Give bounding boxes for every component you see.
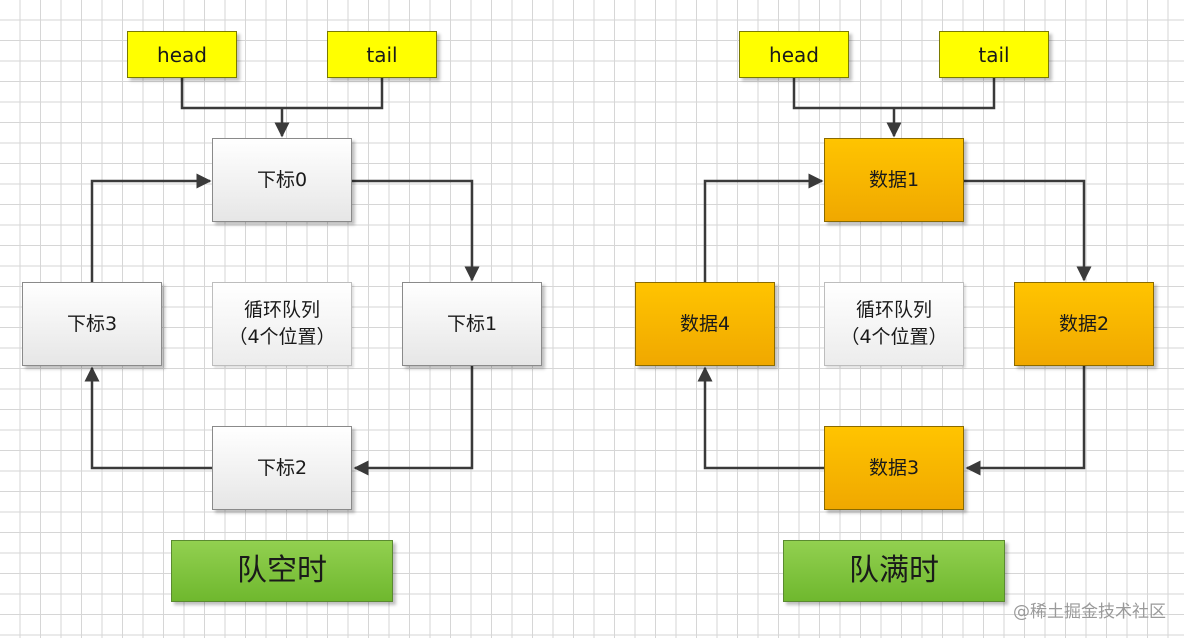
- slot1-to-slot2-arrow: [353, 366, 474, 476]
- slot-index-0: 下标0: [212, 138, 352, 222]
- empty-state-label: 队空时: [171, 540, 393, 602]
- slot3-to-slot0-arrow: [90, 173, 212, 282]
- data2-to-data3-arrow: [965, 366, 1086, 476]
- slot-index-1: 下标1: [402, 282, 542, 366]
- tail-pointer: tail: [327, 31, 437, 78]
- caption-line-1: 循环队列: [855, 299, 932, 322]
- slot-label: 数据1: [868, 168, 920, 191]
- slot2-to-slot3-arrow: [84, 366, 212, 470]
- data4-to-data1-arrow: [703, 173, 824, 282]
- caption-line-2: （4个位置）: [840, 326, 948, 348]
- slot-label: 下标3: [66, 312, 118, 335]
- slot-label: 数据2: [1058, 312, 1110, 335]
- tail-label: tail: [366, 42, 398, 67]
- head-label: head: [769, 42, 819, 67]
- circular-queue-caption: 循环队列 （4个位置）: [824, 282, 964, 366]
- data-slot-2: 数据2: [1014, 282, 1154, 366]
- head-pointer: head: [127, 31, 237, 78]
- slot-label: 下标2: [256, 456, 308, 479]
- caption-line-1: 循环队列: [243, 299, 320, 322]
- data-slot-4: 数据4: [635, 282, 775, 366]
- data-slot-1: 数据1: [824, 138, 964, 222]
- tail-pointer: tail: [939, 31, 1049, 78]
- tail-label: tail: [978, 42, 1010, 67]
- head-pointer: head: [739, 31, 849, 78]
- circular-queue-caption: 循环队列 （4个位置）: [212, 282, 352, 366]
- state-text: 队空时: [237, 553, 327, 588]
- head-tail-merge-line: [180, 78, 384, 110]
- state-text: 队满时: [849, 553, 939, 588]
- slot-label: 数据3: [868, 456, 920, 479]
- watermark: @稀土掘金技术社区: [1013, 602, 1166, 622]
- slot-label: 数据4: [679, 312, 731, 335]
- head-tail-merge-line: [792, 78, 996, 110]
- caption-line-2: （4个位置）: [228, 326, 336, 348]
- data1-to-data2-arrow: [964, 179, 1092, 282]
- data-slot-3: 数据3: [824, 426, 964, 510]
- slot-index-3: 下标3: [22, 282, 162, 366]
- slot-label: 下标1: [446, 312, 498, 335]
- data3-to-data4-arrow: [697, 366, 824, 470]
- slot-label: 下标0: [256, 168, 308, 191]
- slot0-to-slot1-arrow: [352, 179, 480, 282]
- slot-index-2: 下标2: [212, 426, 352, 510]
- head-label: head: [157, 42, 207, 67]
- full-state-label: 队满时: [783, 540, 1005, 602]
